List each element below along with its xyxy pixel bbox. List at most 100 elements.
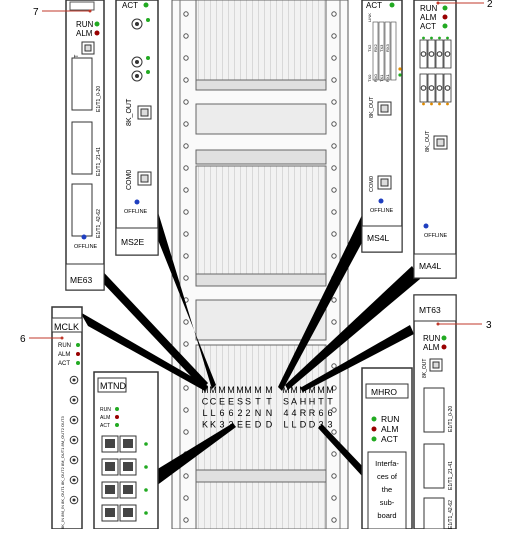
port-label-e1-0: E1/T1_0-20 [448,406,454,432]
indicator-act-label: ACT [122,1,138,10]
leader-wedges [80,212,420,486]
slot-label-char: K [202,420,208,430]
screw [331,165,337,171]
optical-port-label: RX0 [373,73,378,82]
optical-port-hole [436,85,443,91]
port-label-e1-1: E1/T1_21-41 [448,461,454,490]
slot-label-char: S [237,397,243,407]
optical-port-label: RX1 [385,73,390,82]
e1-connector-0 [71,57,93,111]
indicator-run-label: RUN [420,4,438,13]
optical-port-hole [428,51,435,57]
offline-led [378,198,384,204]
coax-pin [72,438,76,442]
offline-led [134,199,140,205]
network-port-socket [105,485,115,494]
screw [183,495,189,501]
leader-me63 [94,262,208,389]
slot-label-char: M [227,385,235,395]
screw [183,11,189,17]
slot-label-char: M [317,385,325,395]
slot-label-char: N [266,408,273,418]
screw [183,429,189,435]
ma4l-optical-ports [419,36,452,106]
board-ms2e: ACT 8K_OUT COM0 OFFLINE MS2E [115,0,159,256]
port-led [144,511,148,515]
e1-connector-1 [423,443,445,489]
coax-pin [72,458,76,462]
slot-label-char: L [202,408,207,418]
alm-led [441,344,447,350]
leader-mt63 [300,325,414,392]
slot-label-char: S [283,397,289,407]
slot-label-char: T [255,397,261,407]
optical-port-label: TX0 [367,74,372,82]
run-led [115,407,119,411]
chassis [171,0,349,530]
slot-label-char: 6 [228,408,233,418]
network-port-socket [123,439,133,448]
port-label-e1-2: E1/T1_42-62 [96,209,102,238]
slot-label-char: L [283,420,288,430]
slot-label-char: 3 [219,420,224,430]
act-led [371,436,377,442]
slot-label-char: 4 [291,408,296,418]
optical-port [372,21,379,81]
slot-label-char: M [265,385,273,395]
slot-label-char: D [309,420,316,430]
port-label-8k-out: 8K_OUT [425,130,431,152]
act-led [143,2,149,8]
screw [331,407,337,413]
screw [183,121,189,127]
slot-label-char: M [209,385,217,395]
screw [183,473,189,479]
upper-subrack [195,0,327,287]
coax-pin [72,378,76,382]
slot-label-char: 6 [327,408,332,418]
optical-port-hole [420,85,427,91]
mtnd-ports [101,435,148,522]
screw [331,495,337,501]
port-led [144,442,148,446]
indicator-alm-label: ALM [100,415,110,421]
slot-label-char: D [255,420,262,430]
leader-ms2e [150,212,216,389]
port-label-e1-1: E1/T1_21-41 [96,147,102,176]
e1-connector-0 [423,387,445,433]
port-label-8k-out: 8K_OUT [422,359,428,378]
slot-label-char: A [291,397,297,407]
slot-label-char: L [291,420,296,430]
indicator-alm-label: ALM [423,343,440,352]
screw [331,33,337,39]
network-port-socket [123,462,133,471]
coax-pin [72,498,76,502]
leader-ms4l [278,215,372,391]
offline-label: OFFLINE [370,208,394,214]
port-led [422,36,425,40]
callout-number-3: 3 [486,320,492,331]
slot-label-char: M [290,385,298,395]
network-port-socket [123,508,133,517]
subboard-interface-box [367,451,407,530]
callout-7: 7 [33,7,92,18]
port-led [422,102,425,106]
slot-label-char: M [218,385,226,395]
screw [183,407,189,413]
callout-6: 6 [20,334,64,345]
port-led [144,465,148,469]
board-mclk: MCLK RUN ALM ACT 8K_IN 8M_IN 8K_OUT1 8K_… [51,306,83,530]
coax-pin [72,478,76,482]
board-name-me63: ME63 [70,275,92,285]
run-led [442,5,448,11]
port-label-e1-2: E1/T1_42-62 [448,500,454,529]
network-port-socket [105,462,115,471]
slot-label-char: E [219,397,225,407]
slot-label-char: M [254,385,262,395]
slot-label-char: T [327,397,333,407]
slot-label-char: 6 [219,408,224,418]
screw [331,517,337,523]
indicator-act-label: ACT [100,423,110,429]
slot-label-char: M [244,385,252,395]
screw [183,517,189,523]
link-led [398,67,402,71]
